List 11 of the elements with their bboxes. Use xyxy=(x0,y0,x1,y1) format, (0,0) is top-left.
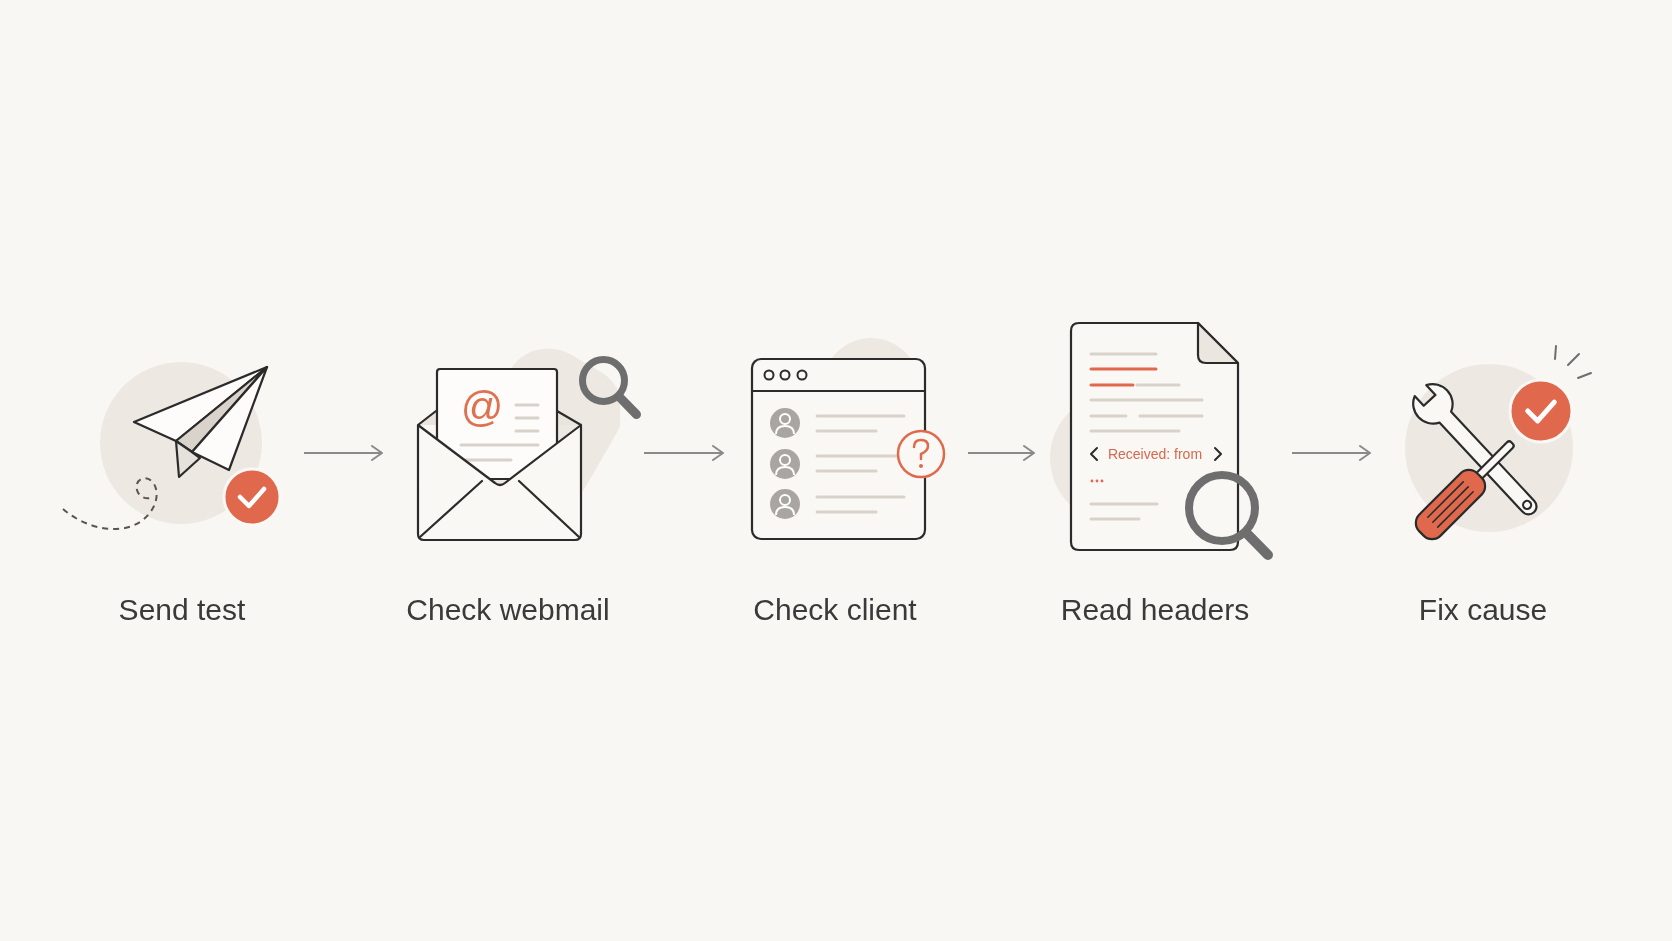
step-label: Fix cause xyxy=(1418,593,1548,627)
step-label: Check webmail xyxy=(406,593,610,627)
arrow xyxy=(643,445,724,461)
step-label: Send test xyxy=(118,593,246,627)
step-label: Check client xyxy=(753,593,917,627)
at-sign: @ xyxy=(460,386,504,428)
step-label: Read headers xyxy=(1060,593,1250,627)
arrow xyxy=(967,445,1035,461)
arrow xyxy=(1291,445,1371,461)
header-field-text: Received: from xyxy=(1107,447,1203,461)
arrow xyxy=(303,445,383,461)
